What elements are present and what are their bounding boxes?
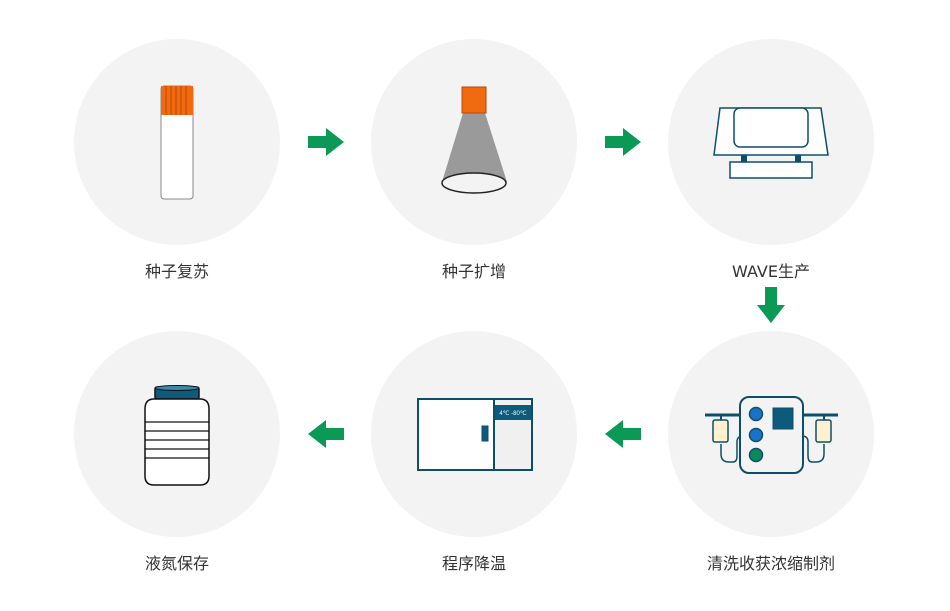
step-liquid-nitrogen-storage — [74, 331, 280, 537]
step-label: 种子扩增 — [441, 262, 506, 281]
step-label: WAVE生产 — [732, 262, 810, 281]
flask-icon — [441, 86, 507, 194]
step-seed-revival — [74, 39, 280, 245]
step-wash-harvest — [668, 331, 874, 537]
arrow-left-icon — [605, 420, 641, 448]
step-controlled-cooling: 4℃ -80℃ — [371, 331, 577, 537]
wash-harvest-device-icon — [705, 396, 838, 474]
arrow-right-icon — [308, 128, 344, 156]
vial-icon — [160, 85, 194, 200]
controlled-rate-freezer-icon: 4℃ -80℃ — [417, 398, 533, 471]
arrow-right-icon — [605, 128, 641, 156]
liquid-nitrogen-tank-icon — [144, 385, 210, 486]
step-seed-expansion — [371, 39, 577, 245]
wave-bioreactor-icon — [713, 107, 829, 179]
arrow-down-icon — [757, 287, 785, 323]
temperature-display: 4℃ -80℃ — [499, 411, 526, 417]
step-wave-production — [668, 39, 874, 245]
step-label: 种子复苏 — [144, 262, 209, 281]
step-label: 清洗收获浓缩制剂 — [706, 554, 835, 573]
step-label: 液氮保存 — [144, 554, 209, 573]
step-label: 程序降温 — [441, 554, 506, 573]
arrow-left-icon — [308, 420, 344, 448]
